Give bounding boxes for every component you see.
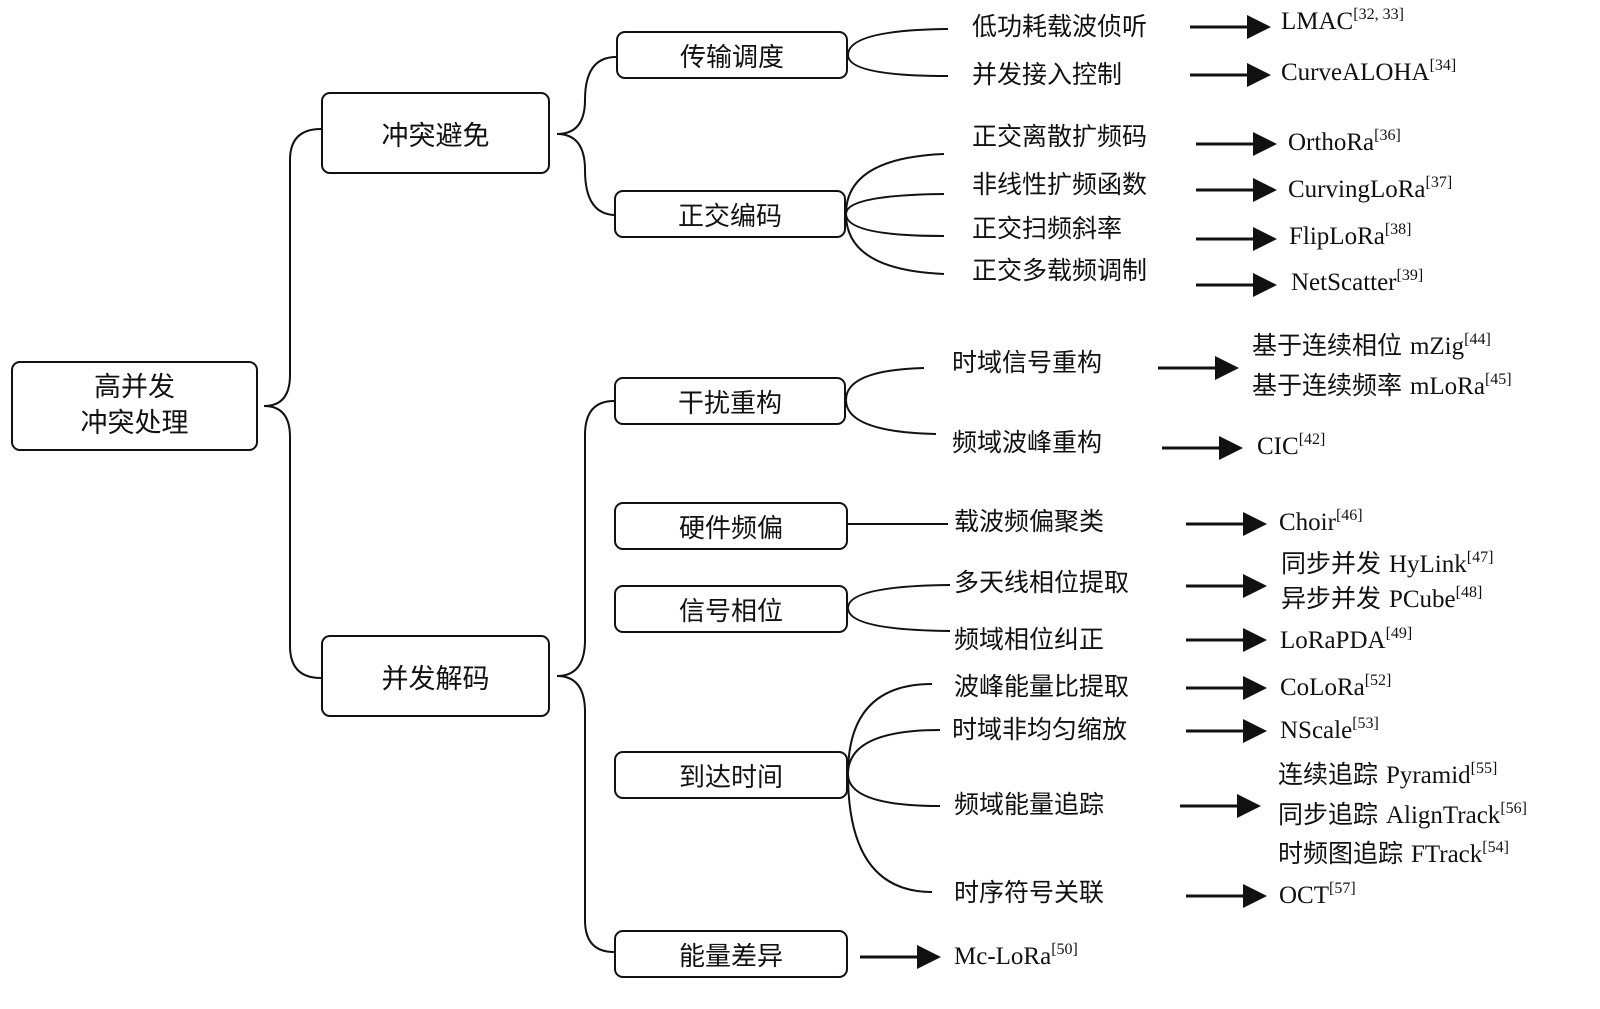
work-reference: [38] [1384, 221, 1412, 238]
method-label: 频域相位纠正 [954, 625, 1105, 654]
work-reference: [48] [1455, 584, 1483, 601]
work-name: AlignTrack [1385, 802, 1501, 829]
work-reference: [32, 33] [1353, 6, 1404, 23]
node-energy-difference: 能量差异 [614, 930, 848, 978]
node-hardware-frequency-offset: 硬件频偏 [614, 502, 848, 550]
work-reference: [52] [1364, 672, 1392, 689]
work-name: FTrack [1410, 841, 1483, 868]
work-reference: [42] [1298, 431, 1326, 448]
work-label: CoLoRa[52] [1280, 672, 1391, 703]
work-name: OrthoRa [1288, 129, 1375, 156]
work-label: 时频图追踪 FTrack[54] [1278, 839, 1509, 870]
method-label: 正交多载频调制 [972, 256, 1148, 285]
work-name: Choir [1279, 509, 1336, 536]
node-signal-phase: 信号相位 [614, 585, 848, 633]
work-reference: [56] [1500, 800, 1527, 817]
work-label: Choir[46] [1279, 507, 1363, 538]
method-label: 并发接入控制 [972, 60, 1123, 89]
work-label: NScale[53] [1280, 715, 1379, 746]
work-reference: [47] [1466, 549, 1494, 566]
work-reference: [57] [1329, 880, 1356, 897]
method-label: 多天线相位提取 [954, 568, 1130, 597]
work-name: CoLoRa [1280, 674, 1365, 701]
method-label: 时域信号重构 [952, 348, 1103, 377]
work-name: NScale [1280, 717, 1353, 744]
work-label: LMAC[32, 33] [1281, 6, 1404, 37]
root-node: 高并发 冲突处理 [11, 361, 258, 451]
work-reference: [34] [1429, 57, 1457, 74]
work-label: CurvingLoRa[37] [1288, 174, 1452, 205]
work-name: HyLink [1388, 551, 1467, 578]
avoid-brace [556, 56, 617, 135]
work-prefix: 时频图追踪 [1278, 839, 1411, 868]
work-name: PCube [1388, 586, 1456, 613]
root-line: 高并发 [94, 372, 175, 403]
work-prefix: 异步并发 [1281, 584, 1389, 613]
method-label: 载波频偏聚类 [954, 507, 1105, 536]
work-name: CIC [1257, 433, 1299, 460]
work-prefix: 基于连续相位 [1252, 331, 1410, 360]
work-label: 连续追踪 Pyramid[55] [1278, 760, 1497, 791]
work-label: LoRaPDA[49] [1280, 625, 1412, 656]
work-name: mZig [1409, 333, 1465, 360]
work-reference: [37] [1425, 174, 1453, 191]
work-label: Mc-LoRa[50] [954, 941, 1078, 972]
work-name: mLoRa [1409, 373, 1485, 400]
method-label: 波峰能量比提取 [954, 672, 1130, 701]
work-label: 基于连续相位 mZig[44] [1252, 331, 1491, 362]
node-transmission-scheduling: 传输调度 [616, 31, 848, 79]
method-label: 低功耗载波侦听 [972, 12, 1148, 41]
method-label: 非线性扩频函数 [972, 170, 1148, 199]
work-reference: [39] [1396, 267, 1424, 284]
work-label: 异步并发 PCube[48] [1281, 584, 1482, 615]
work-reference: [54] [1482, 839, 1509, 856]
method-label: 频域波峰重构 [952, 428, 1103, 457]
root-line: 冲突处理 [80, 408, 189, 439]
work-label: CurveALOHA[34] [1281, 57, 1456, 88]
work-prefix: 基于连续频率 [1252, 371, 1410, 400]
method-label: 频域能量追踪 [954, 790, 1105, 819]
work-name: CurveALOHA [1281, 59, 1430, 86]
method-label: 正交扫频斜率 [972, 214, 1123, 243]
work-label: OrthoRa[36] [1288, 127, 1401, 158]
work-label: CIC[42] [1257, 431, 1325, 462]
work-name: OCT [1279, 882, 1329, 909]
method-label: 时序符号关联 [954, 878, 1105, 907]
work-name: Mc-LoRa [954, 943, 1052, 970]
work-label: 同步追踪 AlignTrack[56] [1278, 800, 1527, 831]
work-prefix: 连续追踪 [1278, 760, 1386, 789]
work-label: OCT[57] [1279, 880, 1356, 911]
work-label: 基于连续频率 mLoRa[45] [1252, 371, 1512, 402]
work-reference: [46] [1335, 507, 1363, 524]
work-label: FlipLoRa[38] [1289, 221, 1412, 252]
node-orthogonal-coding: 正交编码 [614, 190, 846, 238]
category-conflict-avoidance: 冲突避免 [321, 92, 550, 174]
work-name: CurvingLoRa [1288, 176, 1426, 203]
work-name: NetScatter [1291, 269, 1397, 296]
work-name: LMAC [1281, 8, 1354, 35]
method-label: 正交离散扩频码 [972, 122, 1148, 151]
work-name: LoRaPDA [1280, 627, 1386, 654]
work-prefix: 同步并发 [1281, 549, 1389, 578]
work-label: NetScatter[39] [1291, 267, 1423, 298]
work-reference: [55] [1470, 760, 1498, 777]
node-interference-reconstruction: 干扰重构 [614, 377, 846, 425]
work-reference: [44] [1464, 331, 1491, 348]
work-name: FlipLoRa [1289, 223, 1385, 250]
work-label: 同步并发 HyLink[47] [1281, 549, 1493, 580]
decode-brace [556, 400, 615, 677]
category-concurrent-decoding: 并发解码 [321, 635, 550, 717]
work-prefix: 同步追踪 [1278, 800, 1386, 829]
work-reference: [49] [1385, 625, 1413, 642]
method-label: 时域非均匀缩放 [952, 715, 1128, 744]
root-brace [263, 128, 322, 407]
work-reference: [45] [1484, 371, 1512, 388]
work-reference: [36] [1374, 127, 1401, 144]
work-reference: [53] [1352, 715, 1379, 732]
work-reference: [50] [1051, 941, 1078, 958]
work-name: Pyramid [1385, 762, 1471, 789]
node-arrival-time: 到达时间 [614, 751, 848, 799]
